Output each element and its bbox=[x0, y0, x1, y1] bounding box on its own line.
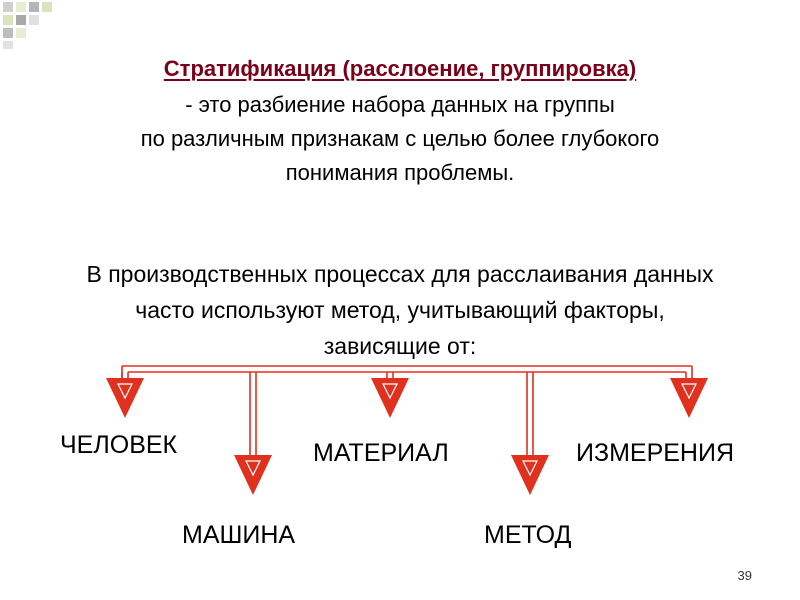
arrow-measurement-icon bbox=[670, 378, 708, 418]
corner-decoration-icon bbox=[3, 2, 52, 49]
definition-line-3: понимания проблемы. bbox=[285, 160, 515, 185]
factor-method-label: МЕТОД bbox=[484, 521, 572, 549]
intro-line-3: зависящие от: bbox=[323, 333, 477, 359]
definition-line-1: - это разбиение набора данных на группы bbox=[185, 92, 615, 117]
factor-material-label: МАТЕРИАЛ bbox=[313, 439, 449, 467]
intro-line-1: В производственных процессах для расслаи… bbox=[86, 261, 714, 287]
arrow-person-icon bbox=[106, 378, 144, 418]
factor-machine-label: МАШИНА bbox=[182, 521, 296, 549]
page-number: 39 bbox=[737, 568, 752, 583]
arrow-method-icon bbox=[511, 455, 549, 495]
arrow-material-icon bbox=[371, 378, 409, 418]
arrow-machine-icon bbox=[234, 455, 272, 495]
factor-measurement-label: ИЗМЕРЕНИЯ bbox=[576, 439, 734, 467]
intro-line-2: часто используют метод, учитывающий факт… bbox=[135, 297, 665, 323]
slide-title: Стратификация (расслоение, группировка) bbox=[0, 54, 800, 84]
factor-person-label: ЧЕЛОВЕК bbox=[60, 431, 178, 459]
title-term: Стратификация (расслоение, группировка) bbox=[163, 56, 637, 81]
definition-line-2: по различным признакам с целью более глу… bbox=[140, 126, 660, 151]
tree-connectors bbox=[121, 365, 693, 456]
